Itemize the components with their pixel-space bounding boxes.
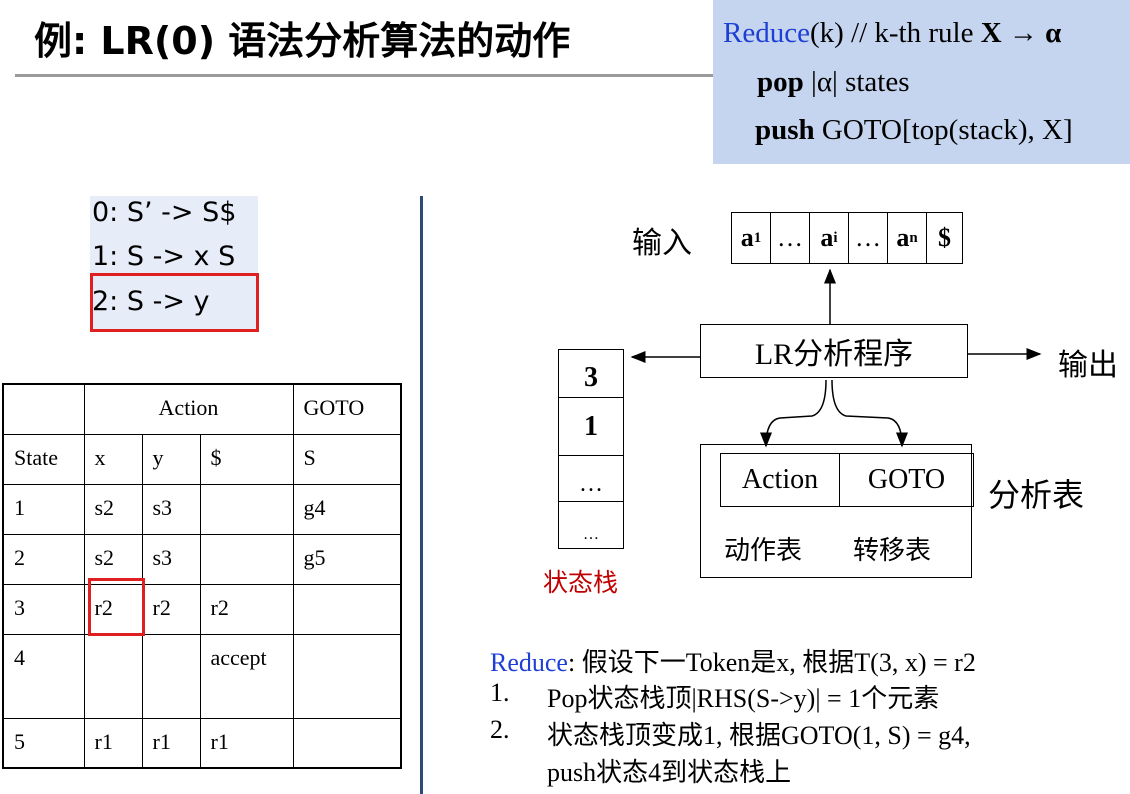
- pop-keyword: pop: [757, 66, 804, 98]
- lr-program-box: LR分析程序: [700, 324, 968, 378]
- action-table-label: 动作表: [724, 536, 803, 566]
- note-reduce-keyword: Reduce: [490, 648, 568, 677]
- table-row: 4 accept: [2, 633, 402, 719]
- input-cell: $: [927, 213, 962, 263]
- reduce-rule: X → α: [980, 17, 1062, 49]
- lr-parse-table: Action GOTO State x y $ S 1 s2 s3 g4 2 s…: [2, 383, 402, 769]
- goto-table-cell: GOTO: [867, 464, 946, 495]
- table-cell: 5: [2, 717, 85, 769]
- table-cell: accept: [199, 633, 294, 719]
- column-header-dollar: $: [199, 433, 294, 485]
- note-heading-text: : 假设下一Token是x, 根据T(3, x) = r2: [567, 648, 976, 677]
- input-subscript: i: [833, 229, 838, 246]
- push-keyword: push: [755, 114, 815, 146]
- table-cell: r1: [141, 717, 201, 769]
- grammar-rule-2: 2: S -> y: [92, 286, 210, 317]
- table-cell: r2: [199, 583, 294, 635]
- table-cell: [141, 633, 201, 719]
- table-cell: r1: [199, 717, 294, 769]
- table-cell: 4: [2, 633, 85, 719]
- lr-program-label: LR分析程序: [754, 338, 914, 371]
- table-cell: [292, 717, 402, 769]
- table-cell: r1: [83, 717, 143, 769]
- note-heading: Reduce: 假设下一Token是x, 根据T(3, x) = r2: [490, 642, 976, 679]
- table-row: 1 s2 s3 g4: [2, 483, 402, 535]
- input-symbol: …: [777, 223, 803, 252]
- stack-cell: 1: [559, 398, 623, 456]
- arrow-program-to-action: [760, 379, 827, 448]
- output-label: 输出: [1058, 348, 1118, 383]
- table-cell: 1: [2, 483, 85, 535]
- input-cell: …: [849, 213, 888, 263]
- reduce-line-1: Reduce(k) // k-th rule X → α: [723, 17, 1061, 50]
- title-underline: [15, 74, 715, 77]
- action-table-cell: Action: [721, 454, 840, 506]
- grammar-rule-1: 1: S -> x S: [92, 241, 236, 272]
- column-separator: [420, 196, 423, 794]
- grammar-rules-background: [90, 196, 258, 332]
- table-row: 5 r1 r1 r1: [2, 717, 402, 769]
- table-group-header-row: Action GOTO: [2, 383, 402, 435]
- input-subscript: n: [909, 229, 918, 246]
- note-item-1: Pop状态栈顶|RHS(S->y)| = 1个元素: [547, 684, 940, 713]
- stack-cell: 3: [559, 350, 623, 398]
- table-header-corner: [2, 383, 85, 435]
- table-cell: s2: [83, 483, 143, 535]
- cell-r2-highlight: [88, 578, 145, 636]
- table-cell: [83, 633, 143, 719]
- state-stack: 3 1 … …: [558, 349, 624, 549]
- table-row: 2 s2 s3 g5: [2, 533, 402, 585]
- table-cell: s3: [141, 483, 201, 535]
- rule-2-highlight: [90, 273, 259, 332]
- table-cell: s2: [83, 533, 143, 585]
- input-symbol: $: [938, 223, 951, 252]
- stack-cell: …: [583, 526, 599, 543]
- slide-title: 例: LR(0) 语法分析算法的动作: [34, 19, 571, 63]
- input-subscript: 1: [753, 229, 762, 246]
- input-symbol: a: [820, 223, 834, 252]
- input-symbol: a: [896, 223, 910, 252]
- state-stack-label: 状态栈: [543, 568, 619, 597]
- table-cell: g4: [292, 483, 402, 535]
- pop-args: |α| states: [803, 66, 910, 98]
- input-cell: …: [771, 213, 810, 263]
- note-item-number: 1.: [490, 678, 510, 707]
- column-header-state: State: [2, 433, 85, 485]
- table-cell: 2: [2, 533, 85, 585]
- reduce-line-3: push GOTO[top(stack), X]: [755, 114, 1073, 147]
- reduce-line-2: pop |α| states: [757, 66, 910, 99]
- reduce-keyword: Reduce: [723, 17, 810, 49]
- table-cell: [292, 583, 402, 635]
- parse-table-label: 分析表: [988, 476, 1085, 514]
- input-symbol: …: [855, 223, 881, 252]
- push-args: GOTO[top(stack), X]: [814, 114, 1073, 146]
- note-item-2-continued: push状态4到状态栈上: [547, 758, 792, 787]
- note-item-2: 状态栈顶变成1, 根据GOTO(1, S) = g4,: [547, 721, 971, 750]
- reduce-definition-box: Reduce(k) // k-th rule X → α pop |α| sta…: [713, 0, 1130, 164]
- input-label: 输入: [632, 226, 692, 261]
- note-item-number: 2.: [490, 715, 510, 744]
- input-symbol: a: [740, 223, 754, 252]
- reduce-args: (k) // k-th rule: [809, 17, 981, 49]
- goto-table-label: 转移表: [853, 536, 932, 566]
- parse-table-box: [700, 444, 972, 578]
- stack-cell: …: [559, 456, 623, 502]
- column-header-y: y: [141, 433, 201, 485]
- arrow-program-to-goto: [831, 379, 908, 448]
- parse-table-header: Action GOTO: [720, 453, 974, 507]
- grammar-rule-0: 0: S’ -> S$: [92, 197, 237, 228]
- table-cell: [292, 633, 402, 719]
- table-cell: g5: [292, 533, 402, 585]
- column-header-x: x: [83, 433, 143, 485]
- goto-group-header: GOTO: [292, 383, 402, 435]
